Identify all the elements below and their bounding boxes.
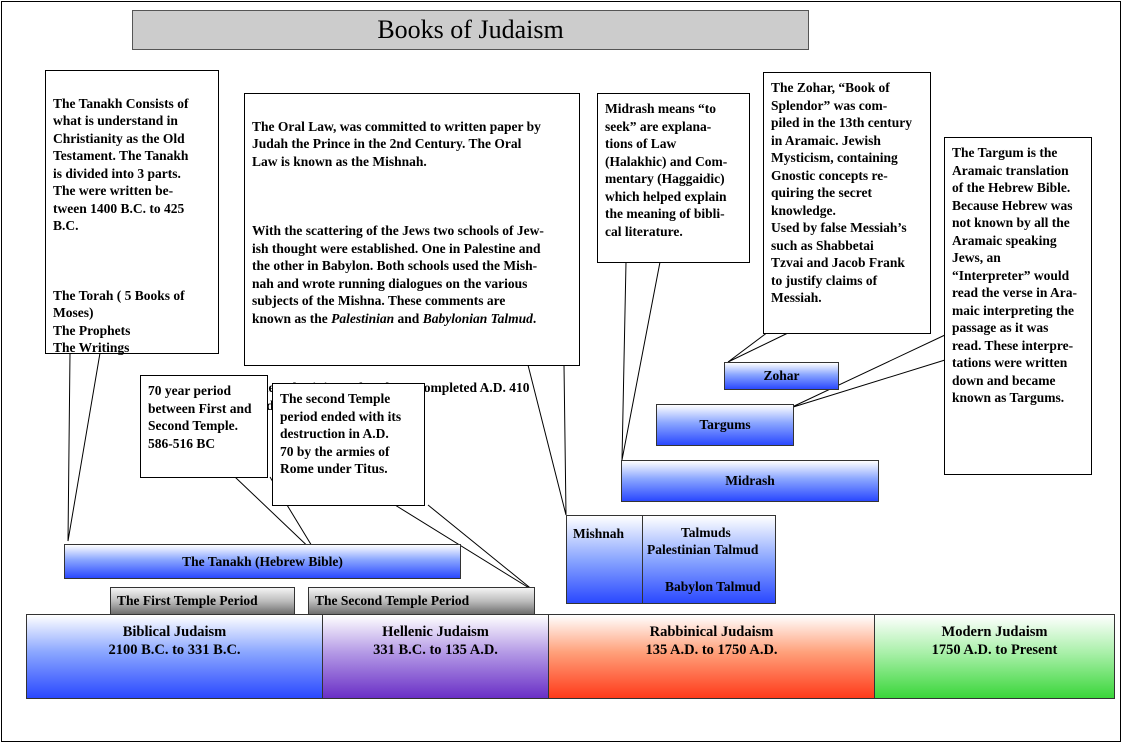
era-rabbinical-judaism: Rabbinical Judaism 135 A.D. to 1750 A.D. (548, 614, 875, 699)
oral-law-and: and (394, 310, 423, 326)
era-modern-judaism: Modern Judaism 1750 A.D. to Present (874, 614, 1115, 699)
targum-callout: The Targum is the Aramaic translation of… (944, 137, 1092, 475)
era-name: Modern Judaism (941, 624, 1048, 640)
era-name: Rabbinical Judaism (649, 624, 774, 640)
second-temple-callout: The second Temple period ended with its … (272, 383, 425, 506)
midrash-callout: Midrash means “to seek” are explana- tio… (597, 93, 750, 263)
era-name: Biblical Judaism (122, 624, 227, 640)
era-dates: 135 A.D. to 1750 A.D. (645, 642, 778, 658)
talmuds-label: Talmuds (681, 525, 731, 540)
era-dates: 2100 B.C. to 331 B.C. (108, 642, 241, 658)
mishnah-divider (642, 516, 643, 603)
seventy-year-callout: 70 year period between First and Second … (140, 375, 268, 478)
oral-law-para-2-text: With the scattering of the Jews two scho… (252, 223, 544, 326)
babylon-talmud-label: Babylon Talmud (665, 579, 761, 594)
palestinian-talmud-label: Palestinian Talmud (647, 542, 759, 557)
first-temple-bar: The First Temple Period (110, 587, 295, 615)
zohar-bar: Zohar (724, 362, 839, 390)
tanakh-callout-text-b: The Torah ( 5 Books of Moses) The Prophe… (53, 287, 185, 356)
tanakh-callout-text-a: The Tanakh Consists of what is understan… (53, 95, 189, 234)
era-name: Hellenic Judaism (382, 624, 489, 640)
oral-law-callout: The Oral Law, was committed to written p… (244, 93, 580, 413)
oral-law-period: . (532, 310, 537, 326)
palestinian-italic: Palestinian (331, 310, 395, 326)
era-dates: 1750 A.D. to Present (931, 642, 1058, 658)
era-dates: 331 B.C. to 135 A.D. (373, 642, 498, 658)
second-temple-bar: The Second Temple Period (308, 587, 535, 615)
targums-bar: Targums (656, 404, 794, 446)
tanakh-callout: The Tanakh Consists of what is understan… (45, 70, 219, 356)
babylonian-talmud-italic: Babylonian Talmud (422, 310, 533, 326)
midrash-bar: Midrash (621, 460, 879, 502)
diagram-title: Books of Judaism (132, 10, 809, 50)
oral-law-para-2: With the scattering of the Jews two scho… (252, 222, 572, 327)
mishnah-label: Mishnah (573, 526, 625, 541)
oral-law-para-1: The Oral Law, was committed to written p… (252, 118, 541, 169)
zohar-callout: The Zohar, “Book of Splendor” was com- p… (763, 72, 931, 334)
era-biblical-judaism: Biblical Judaism 2100 B.C. to 331 B.C. (26, 614, 323, 699)
era-hellenic-judaism: Hellenic Judaism 331 B.C. to 135 A.D. (322, 614, 549, 699)
mishnah-talmuds-box: Mishnah Talmuds Palestinian Talmud Babyl… (566, 515, 776, 604)
tanakh-bar: The Tanakh (Hebrew Bible) (64, 544, 461, 579)
